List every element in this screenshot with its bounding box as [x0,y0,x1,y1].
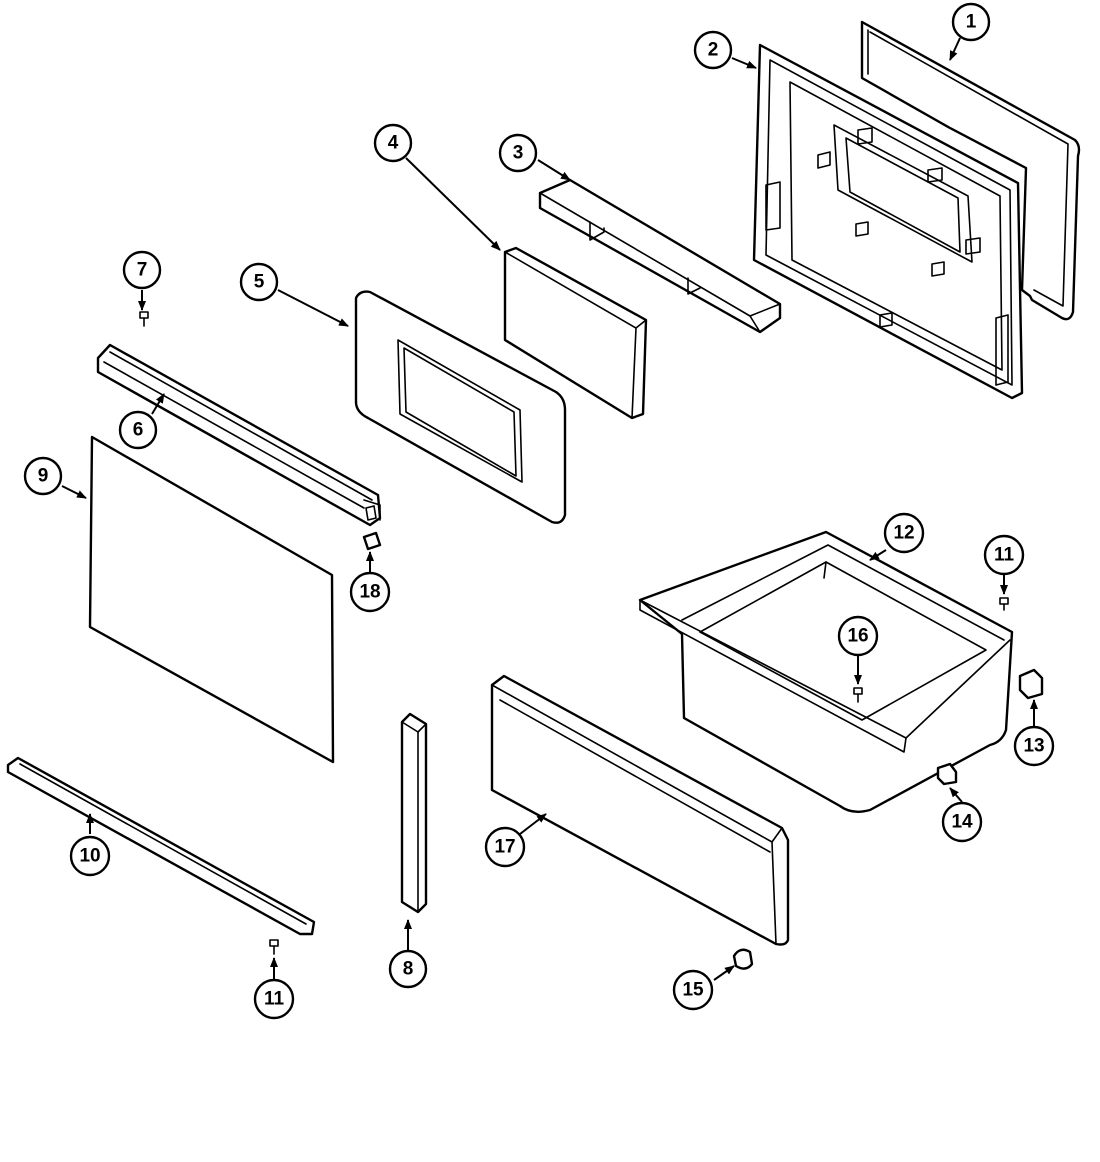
fastener-screw-11-right [999,597,1009,611]
part-clip-14 [936,762,958,786]
part-drawer-pan [638,530,1014,813]
callout-14: 14 [941,801,983,843]
callout-8-label: 8 [403,959,414,980]
callout-12-label: 12 [893,523,914,544]
callout-11-right-label: 11 [994,545,1015,566]
part-top-trim [96,343,382,527]
callout-4: 4 [373,123,413,163]
fastener-screw-16 [853,687,863,703]
callout-18: 18 [349,571,391,613]
callout-13: 13 [1013,725,1055,767]
part-clip-13 [1018,668,1044,700]
callout-16: 16 [837,615,879,657]
callout-12: 12 [883,512,925,554]
callout-6-label: 6 [133,420,144,441]
leader-lines [61,37,1038,981]
callout-5: 5 [239,262,279,302]
callout-9: 9 [23,456,63,496]
callout-17: 17 [484,826,526,868]
callout-17-label: 17 [494,837,515,858]
part-door-frame [354,290,567,524]
callout-3: 3 [498,133,538,173]
fastener-screw-7 [139,311,149,327]
part-clip-18 [362,531,382,551]
part-side-strip [400,712,428,914]
part-drawer-front [490,674,790,946]
callout-1: 1 [951,2,991,42]
callout-5-label: 5 [254,272,265,293]
callout-9-label: 9 [38,466,49,487]
callout-13-label: 13 [1023,736,1044,757]
callout-11-right: 11 [983,534,1025,576]
part-outer-glass [88,435,335,764]
callout-15-label: 15 [682,980,704,1001]
callout-15: 15 [672,969,714,1011]
part-window-glass [503,246,648,420]
callout-18-label: 18 [359,582,380,603]
part-door-gasket [860,20,1081,321]
callout-11-bottom: 11 [253,978,295,1020]
callout-7: 7 [122,250,162,290]
callout-10-label: 10 [79,846,100,867]
callout-2-label: 2 [708,40,719,61]
callout-7-label: 7 [137,260,148,281]
callout-3-label: 3 [513,143,524,164]
fastener-screw-11-bottom [269,939,279,955]
callout-6: 6 [118,410,158,450]
callout-16-label: 16 [847,626,868,647]
callout-4-label: 4 [388,133,399,154]
part-insulation [538,178,782,334]
callout-1-label: 1 [966,12,977,33]
part-bumper-15 [732,948,754,970]
part-inner-door-panel [752,43,1024,400]
callout-2: 2 [693,30,733,70]
callout-14-label: 14 [951,812,973,833]
callout-8: 8 [388,949,428,989]
callout-10: 10 [69,835,111,877]
callout-11-bottom-label: 11 [264,989,285,1010]
part-bottom-trim [6,756,316,936]
